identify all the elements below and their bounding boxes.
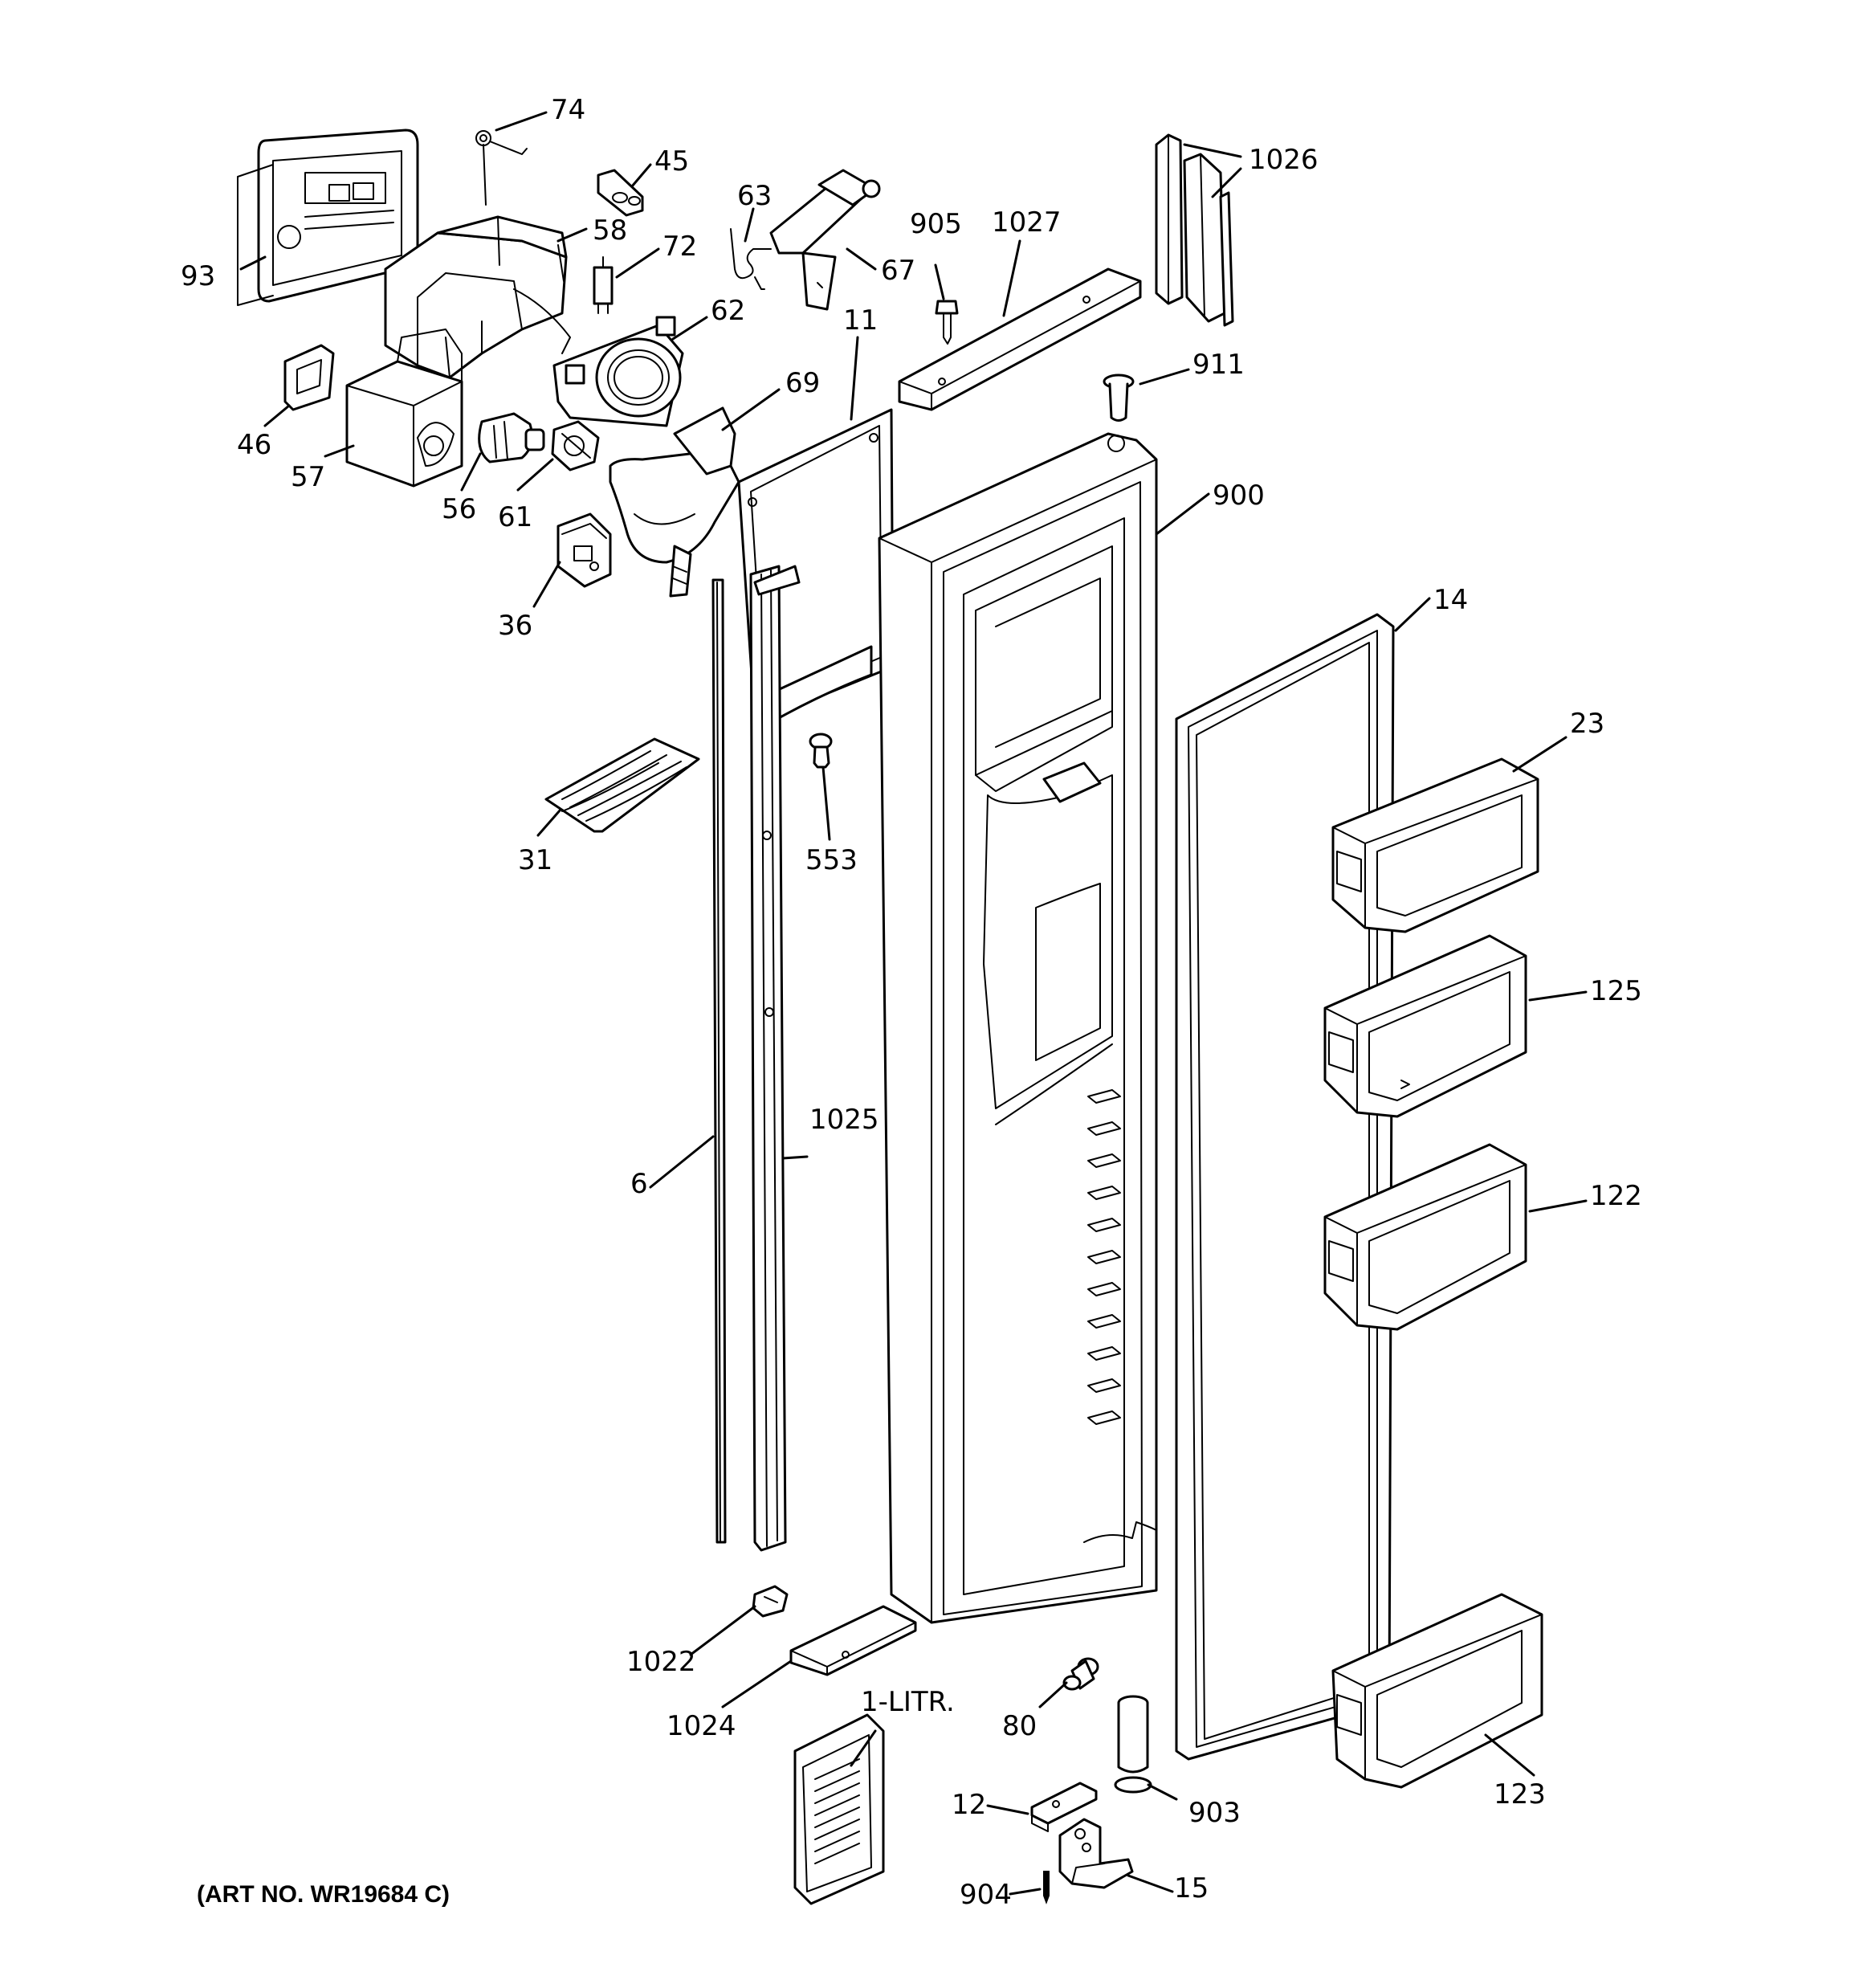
label-125: 125 [1590,975,1642,1007]
label-14: 14 [1433,584,1468,616]
label-905: 905 [910,208,962,240]
label-123: 123 [1494,1778,1546,1810]
label-56: 56 [442,493,476,525]
part-67-lever [769,169,881,311]
part-1-litr-card [793,1713,885,1905]
label-1-litr: 1-LITR. [861,1686,955,1718]
part-911-bushing [1103,374,1135,422]
label-74: 74 [551,94,585,126]
part-903-sleeve [1114,1695,1152,1794]
callout-labels: 74 45 63 905 1027 1026 58 72 93 67 62 11… [181,94,1642,1911]
part-23-bin [1331,757,1539,933]
label-6: 6 [630,1168,648,1200]
part-69-chute-funnel [609,406,740,598]
part-905-screw [935,300,959,345]
label-36: 36 [498,610,532,642]
label-1027: 1027 [992,206,1062,239]
label-1022: 1022 [626,1646,696,1678]
label-122: 122 [1590,1180,1642,1212]
part-12-bracket [1030,1782,1098,1832]
part-900-door [878,432,1158,1624]
part-36-bracket [556,512,612,588]
part-6-rod [711,578,727,1544]
part-125-bin [1323,934,1527,1118]
part-1025-trim [749,565,801,1552]
part-80-plug [1062,1657,1099,1691]
label-93: 93 [181,260,215,292]
label-11: 11 [843,304,878,337]
label-1025: 1025 [809,1104,879,1136]
part-63-spring [730,228,772,290]
label-12: 12 [952,1789,986,1821]
part-31-grille [544,737,700,833]
part-1024-bracket [789,1605,917,1676]
label-63: 63 [737,180,772,212]
leader-lines [239,111,1588,1896]
label-903: 903 [1188,1797,1241,1829]
label-69: 69 [785,367,820,399]
part-57-motor-housing [345,329,463,488]
part-1022-clip [752,1585,789,1618]
label-45: 45 [654,145,689,178]
label-62: 62 [711,295,745,327]
part-62-chute-ring [552,316,684,427]
part-56-solenoid [478,412,545,463]
label-58: 58 [593,214,627,247]
part-61-coupler [551,420,600,471]
part-1026-channels [1155,133,1234,327]
label-72: 72 [662,231,697,263]
label-31: 31 [518,844,552,876]
part-74-spring [475,130,528,206]
part-122-bin [1323,1143,1527,1331]
part-14-gasket [1175,613,1395,1761]
part-904-screw [1043,1871,1050,1904]
label-1024: 1024 [667,1710,736,1742]
part-58-dispenser-housing [384,215,571,379]
label-46: 46 [237,429,271,461]
label-57: 57 [291,461,325,493]
label-911: 911 [1192,349,1245,381]
label-904: 904 [960,1879,1012,1911]
label-15: 15 [1174,1872,1209,1904]
part-15-hinge [1058,1818,1134,1889]
part-553-button [809,733,833,769]
part-72-switch [593,256,614,314]
part-93-control-panel [237,129,419,306]
art-number: (ART NO. WR19684 C) [197,1881,450,1908]
label-80: 80 [1002,1710,1037,1742]
part-45-bracket [597,169,644,217]
part-46-cover [283,344,335,411]
label-553: 553 [805,844,858,876]
label-900: 900 [1213,480,1265,512]
label-23: 23 [1570,708,1604,740]
part-1027-top-cap [898,267,1142,411]
label-61: 61 [498,501,532,533]
label-1026: 1026 [1249,144,1319,176]
label-67: 67 [881,255,915,287]
